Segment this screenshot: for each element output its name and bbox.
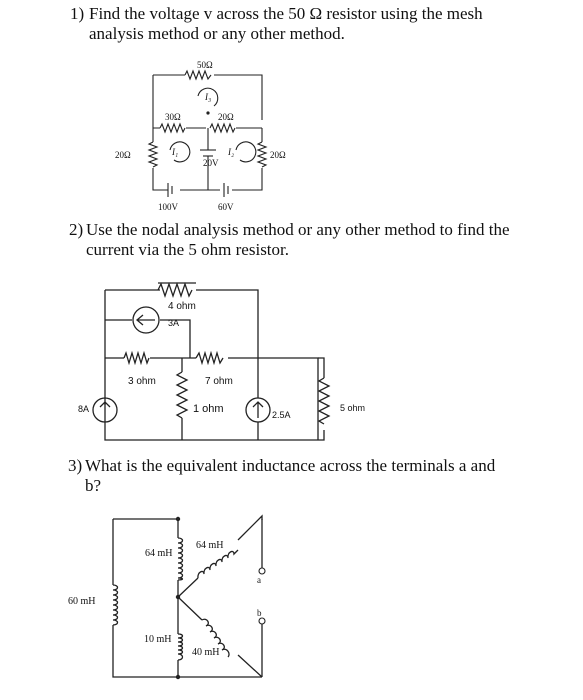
- inductor-10-mh: [177, 633, 184, 661]
- label-i3: I₃: [204, 92, 211, 102]
- question-text: What is the equivalent inductance across…: [85, 456, 555, 496]
- question-line: current via the 5 ohm resistor.: [86, 240, 290, 259]
- question-text: Use the nodal analysis method or any oth…: [86, 220, 556, 260]
- terminal-a: [258, 567, 266, 575]
- label-7-ohm: 7 ohm: [205, 376, 233, 387]
- label-2-5a: 2.5A: [272, 410, 291, 420]
- label-3a: 3A: [168, 318, 179, 328]
- label-4-ohm: 4 ohm: [168, 301, 196, 312]
- label-5-ohm: 5 ohm: [340, 403, 365, 413]
- label-60-mh: 60 mH: [68, 596, 96, 607]
- label-20-ohm-mid: 20Ω: [218, 112, 234, 122]
- question-line: Use the nodal analysis method or any oth…: [86, 220, 510, 239]
- question-line: Find the voltage v across the 50 Ω resis…: [89, 4, 483, 23]
- label-terminal-a: a: [257, 575, 261, 585]
- label-1-ohm: 1 ohm: [193, 403, 224, 415]
- label-i2: I₂: [227, 147, 234, 157]
- current-source-3a: [132, 306, 160, 334]
- current-source-2-5a: [245, 397, 271, 423]
- label-50-ohm: 50Ω: [197, 60, 213, 70]
- inductor-64-mh-mid: [177, 537, 184, 581]
- label-20-ohm-left: 20Ω: [115, 150, 131, 160]
- question-number: 1): [70, 4, 85, 23]
- resistor-20-ohm-mid: [209, 122, 236, 134]
- label-30-ohm: 30Ω: [165, 112, 181, 122]
- current-source-8a: [92, 397, 118, 423]
- label-i1: I₁: [171, 147, 178, 157]
- inductor-64-mh-diag: [197, 549, 239, 579]
- label-64-mh-mid: 64 mH: [145, 548, 173, 559]
- label-terminal-b: b: [257, 608, 262, 618]
- question-line: b?: [85, 476, 102, 495]
- resistor-7-ohm: [195, 350, 224, 366]
- question-number: 3): [68, 456, 83, 475]
- resistor-30-ohm: [159, 122, 186, 134]
- resistor-1-ohm: [175, 371, 189, 419]
- label-64-mh-diag: 64 mH: [196, 540, 224, 551]
- resistor-4-ohm: [157, 281, 193, 299]
- resistor-20-ohm-right: [256, 141, 268, 168]
- resistor-3-ohm: [123, 350, 150, 366]
- label-10-mh: 10 mH: [144, 634, 172, 645]
- terminal-b: [258, 617, 266, 625]
- resistor-50-ohm: [184, 69, 212, 81]
- question-line: analysis method or any other method.: [89, 24, 345, 43]
- inductor-60-mh: [112, 584, 119, 626]
- question-text: Find the voltage v across the 50 Ω resis…: [89, 4, 559, 44]
- label-20-ohm-right: 20Ω: [270, 150, 286, 160]
- label-60v: 60V: [218, 202, 234, 212]
- label-8a: 8A: [78, 404, 89, 414]
- label-40-mh: 40 mH: [192, 647, 220, 658]
- label-100v: 100V: [158, 202, 179, 212]
- label-20v: 20V: [203, 158, 219, 168]
- resistor-20-ohm-left: [147, 141, 159, 168]
- inductor-40-mh: [201, 618, 230, 658]
- label-3-ohm: 3 ohm: [128, 376, 156, 387]
- question-line: What is the equivalent inductance across…: [85, 456, 496, 475]
- resistor-5-ohm: [317, 377, 331, 425]
- question-number: 2): [69, 220, 84, 239]
